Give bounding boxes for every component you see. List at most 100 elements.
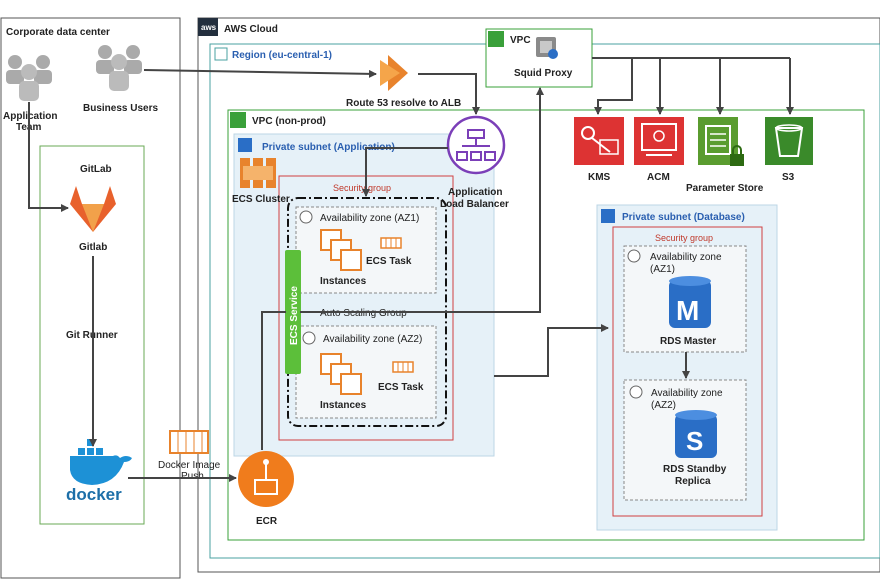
docker-push-l1: Docker Image bbox=[158, 460, 221, 471]
private-subnet-app-title: Private subnet (Application) bbox=[262, 142, 395, 153]
aws-badge bbox=[198, 18, 218, 36]
application-team-icon bbox=[6, 55, 52, 101]
vpc-top-icon bbox=[488, 31, 504, 47]
business-users-label: Business Users bbox=[83, 103, 158, 114]
db-az2-box bbox=[623, 379, 747, 501]
squid-proxy-icon bbox=[536, 37, 558, 59]
docker-push-l2: Push bbox=[181, 471, 204, 482]
route53-label: Route 53 resolve to ALB bbox=[346, 98, 461, 109]
rds-master-icon bbox=[669, 276, 711, 328]
docker-label: docker bbox=[66, 485, 122, 504]
db-az2-title-l2: (AZ2) bbox=[651, 400, 676, 411]
private-subnet-db-title: Private subnet (Database) bbox=[622, 212, 745, 223]
ecr-to-ecs-service-line bbox=[261, 311, 286, 450]
ecs-task-az1-label: ECS Task bbox=[366, 256, 412, 267]
rds-standby-l2: Replica bbox=[675, 476, 711, 487]
private-subnet-app-lock-icon bbox=[238, 138, 252, 152]
db-az2-title-l1: Availability zone bbox=[651, 388, 723, 399]
ecs-cluster-icon bbox=[240, 158, 276, 188]
docker-icon bbox=[70, 439, 132, 485]
app-team-l1: Application bbox=[3, 111, 57, 122]
s3-icon bbox=[765, 117, 813, 165]
ecs-cluster-label: ECS Cluster bbox=[232, 194, 290, 205]
instances-az1-icon bbox=[320, 229, 362, 271]
rds-standby-letter: S bbox=[686, 426, 703, 456]
route53-icon bbox=[378, 53, 418, 93]
ecs-service-bar bbox=[285, 250, 301, 374]
alb-label-line2: Load Balancer bbox=[440, 199, 509, 210]
ecs-task-az2-label: ECS Task bbox=[378, 382, 424, 393]
db-security-group-title: Security group bbox=[655, 233, 713, 243]
vpc-nonprod-box bbox=[227, 109, 865, 541]
app-security-group-title: Security group bbox=[333, 183, 391, 193]
az1-app-title: Availability zone (AZ1) bbox=[320, 213, 419, 224]
alb-label-line1: Application bbox=[448, 187, 502, 198]
application-team-label: Application Team bbox=[3, 111, 60, 133]
parameter-store-label: Parameter Store bbox=[686, 183, 764, 194]
git-runner-label: Git Runner bbox=[66, 330, 118, 341]
ecr-icon bbox=[238, 451, 294, 507]
az2-app-title: Availability zone (AZ2) bbox=[323, 334, 422, 345]
route53-to-alb-arrow bbox=[418, 73, 480, 115]
rds-standby-l1: RDS Standby bbox=[663, 464, 727, 475]
docker-image-icon bbox=[169, 430, 209, 454]
s3-label: S3 bbox=[782, 172, 795, 183]
db-az1-title: Availability zone (AZ1) bbox=[650, 252, 724, 275]
app-to-db-arrow bbox=[494, 324, 609, 377]
vpc-nonprod-icon bbox=[230, 112, 246, 128]
region-flag-icon bbox=[214, 47, 228, 61]
az1-app-box bbox=[295, 206, 437, 294]
auto-scaling-label: Auto Scaling Group bbox=[320, 308, 407, 319]
acm-label: ACM bbox=[647, 172, 670, 183]
corporate-dc-box bbox=[0, 17, 181, 579]
aws-cloud-box bbox=[197, 17, 880, 573]
gitlab-box bbox=[39, 145, 145, 525]
vpc-top-title: VPC bbox=[510, 35, 531, 46]
db-az1-title-l1: Availability zone bbox=[650, 252, 722, 263]
aws-badge-text: aws bbox=[201, 23, 217, 32]
squid-to-kms-arrow bbox=[594, 58, 633, 115]
ecr-label: ECR bbox=[256, 516, 278, 527]
rds-master-letter: M bbox=[676, 295, 699, 326]
kms-label: KMS bbox=[588, 172, 611, 183]
ecs-task-az1-icon bbox=[380, 237, 402, 249]
region-title: Region (eu-central-1) bbox=[232, 50, 332, 61]
corporate-dc-title: Corporate data center bbox=[6, 27, 110, 38]
instances-az1-label: Instances bbox=[320, 276, 367, 287]
alb-icon bbox=[446, 115, 506, 175]
instances-az2-label: Instances bbox=[320, 400, 367, 411]
private-subnet-db-lock-icon bbox=[601, 209, 615, 223]
db-az1-icon bbox=[627, 249, 641, 263]
squid-proxy-label: Squid Proxy bbox=[514, 68, 573, 79]
rds-master-label: RDS Master bbox=[660, 336, 716, 347]
users-to-route53-arrow bbox=[143, 69, 377, 78]
connectors bbox=[28, 57, 794, 482]
ecs-task-az2-icon bbox=[392, 361, 414, 373]
team-to-gitlab-arrow bbox=[28, 102, 69, 212]
vpc-nonprod-title: VPC (non-prod) bbox=[252, 116, 326, 127]
db-az2-title: Availability zone (AZ2) bbox=[651, 388, 725, 411]
gitlab-logo-label: Gitlab bbox=[79, 242, 107, 253]
db-security-group-box bbox=[612, 226, 763, 517]
gitlab-box-title: GitLab bbox=[80, 164, 112, 175]
business-users-icon bbox=[96, 45, 142, 91]
gitlab-logo-icon bbox=[70, 186, 116, 232]
aws-cloud-title: AWS Cloud bbox=[224, 24, 278, 35]
parameter-store-icon bbox=[698, 117, 744, 166]
instances-az2-icon bbox=[320, 353, 362, 395]
alb-label: Application Load Balancer bbox=[440, 187, 509, 210]
ecs-service-label: ECS Service bbox=[289, 286, 300, 345]
ecs-service-to-squid-arrow bbox=[300, 87, 544, 313]
alb-to-asg-arrow bbox=[362, 147, 448, 197]
db-az2-icon bbox=[629, 385, 643, 399]
az2-app-icon bbox=[302, 331, 316, 345]
docker-push-label: Docker Image Push bbox=[158, 460, 223, 482]
acm-icon bbox=[634, 117, 684, 165]
rds-standby-icon bbox=[675, 410, 717, 458]
az1-app-icon bbox=[299, 210, 313, 224]
kms-icon bbox=[574, 117, 624, 165]
rds-standby-label: RDS Standby Replica bbox=[663, 464, 729, 487]
db-az1-title-l2: (AZ1) bbox=[650, 264, 675, 275]
